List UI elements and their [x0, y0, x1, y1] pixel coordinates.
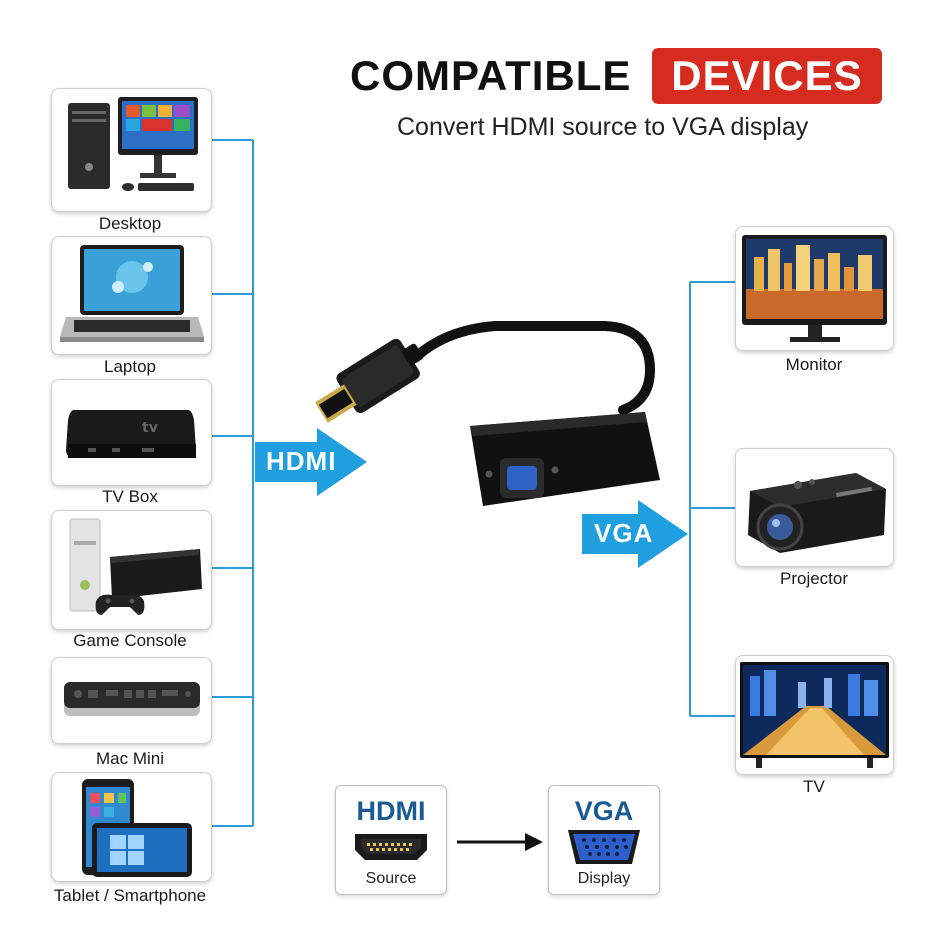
hdmi-source-card-caption: Source [365, 870, 417, 887]
vga-display-card-caption: Display [577, 870, 631, 887]
device-label-projector: Projector [779, 569, 849, 588]
projector-icon [748, 473, 886, 553]
device-card-desktop [51, 88, 212, 212]
hdmi-port-icon [355, 834, 427, 860]
device-label-game-console: Game Console [73, 631, 187, 650]
device-card-tv-box: tv [51, 379, 212, 486]
device-card-tv [735, 655, 894, 775]
desktop-computer-icon [68, 97, 198, 191]
vga-display-card-title: VGA [574, 796, 634, 826]
hdmi-arrow-label: HDMI [266, 446, 337, 476]
device-label-laptop: Laptop [104, 357, 156, 376]
svg-text:tv: tv [142, 420, 158, 436]
hdmi-source-card: HDMI Source [335, 785, 447, 895]
laptop-icon [60, 245, 204, 342]
device-label-tv: TV [803, 777, 825, 796]
mac-mini-icon [64, 682, 200, 716]
tv-icon [740, 662, 889, 768]
device-card-tablet-smartphone [51, 772, 212, 882]
device-card-projector [735, 448, 894, 567]
device-label-mac-mini: Mac Mini [95, 749, 164, 768]
device-card-laptop [51, 236, 212, 355]
device-label-desktop: Desktop [98, 214, 162, 233]
device-card-monitor [735, 226, 894, 351]
vga-arrow-label: VGA [594, 518, 654, 548]
device-card-game-console [51, 510, 212, 630]
page-subtitle: Convert HDMI source to VGA display [397, 113, 809, 141]
conversion-arrow-icon [457, 833, 543, 851]
tv-box-icon: tv [66, 410, 196, 458]
device-label-tv-box: TV Box [102, 487, 158, 506]
device-label-monitor: Monitor [785, 355, 843, 374]
devices-badge: DEVICES [652, 48, 882, 104]
hdmi-arrow [255, 428, 367, 496]
monitor-icon [742, 235, 887, 342]
tablet-smartphone-icon [82, 779, 192, 877]
hdmi-to-vga-adapter-image [315, 321, 660, 506]
vga-arrow [582, 500, 688, 568]
vga-port-icon [568, 830, 640, 864]
device-label-tablet-smartphone: Tablet / Smartphone [53, 886, 207, 905]
game-console-icon [69, 518, 202, 615]
vga-display-card: VGA Display [548, 785, 660, 895]
hdmi-source-card-title: HDMI [356, 796, 426, 826]
device-card-mac-mini [51, 657, 212, 744]
page-title: COMPATIBLE [350, 52, 632, 99]
